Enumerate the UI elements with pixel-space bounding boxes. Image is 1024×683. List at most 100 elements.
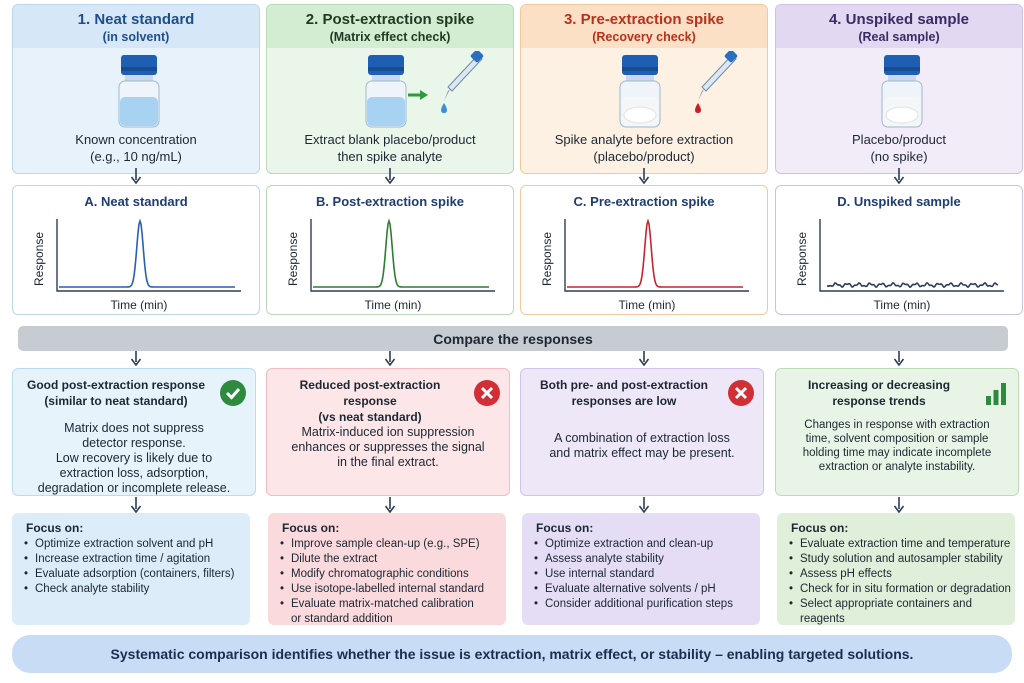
focus-item: Modify chromatographic conditions	[280, 567, 484, 582]
result-title-line: Reduced post-extraction response	[299, 378, 441, 408]
description-line: Extract blank placebo/product	[304, 132, 476, 147]
focus-item: Increase extraction time / agitation	[24, 552, 234, 567]
column-header-1: 1. Neat standard (in solvent) Known concen…	[12, 4, 260, 174]
focus-item: Assess pH effects	[789, 567, 1015, 582]
focus-item: Assess analyte stability	[534, 552, 733, 567]
focus-item: Dilute the extract	[280, 552, 484, 567]
chart-axes	[310, 219, 495, 292]
y-axis-label: Response	[32, 232, 46, 286]
column-description: Placebo/product (no spike)	[782, 131, 1016, 165]
focus-item: or standard addition	[291, 613, 393, 625]
down-arrow-icon	[638, 497, 650, 513]
chart-title: A. Neat standard	[84, 194, 188, 209]
description-line: Known concentration	[75, 132, 197, 147]
dropper-icon	[695, 51, 738, 113]
pipette-icon	[408, 51, 484, 113]
chromatogram-trace	[567, 218, 743, 288]
chart-axes	[56, 219, 241, 292]
focus-item: Check analyte stability	[24, 582, 234, 597]
focus-item: Evaluate alternative solvents / pH	[534, 582, 733, 597]
x-axis-label: Time (min)	[365, 298, 422, 312]
focus-label: Focus on:	[26, 521, 84, 535]
column-subtitle: (Matrix effect check)	[329, 30, 451, 44]
down-arrow-icon	[638, 168, 650, 184]
description-line: in the final extract.	[337, 455, 439, 469]
focus-list: Optimize extraction and clean-upAssess a…	[534, 537, 733, 612]
vial-icon	[881, 55, 923, 128]
y-axis-label: Response	[286, 232, 300, 286]
check-icon	[220, 380, 246, 406]
description-line: A combination of extraction loss	[554, 431, 730, 445]
focus-item: Select appropriate containers and reagen…	[789, 597, 1015, 627]
chromatogram-trace	[313, 218, 489, 288]
description-line: Placebo/product	[852, 132, 946, 147]
column-subtitle: (in solvent)	[102, 30, 170, 44]
description-line: extraction loss, adsorption,	[59, 466, 209, 480]
description-line: Matrix does not suppress	[64, 421, 204, 435]
focus-label: Focus on:	[282, 521, 340, 535]
down-arrow-icon	[130, 497, 142, 513]
focus-item: Check for in situ formation or degradati…	[789, 582, 1015, 597]
focus-item: Optimize extraction solvent and pH	[24, 537, 234, 552]
column-description: Spike analyte before extraction(placebo/…	[527, 131, 761, 165]
result-title-line: Increasing or decreasing	[807, 378, 951, 392]
column-subtitle: (Recovery check)	[592, 30, 696, 44]
down-arrow-icon	[893, 168, 905, 184]
chart-title: C. Pre-extraction spike	[573, 194, 715, 209]
column-title: 2. Post-extraction spike	[305, 11, 475, 28]
y-axis-label: Response	[540, 232, 554, 286]
description-line: then spike analyte	[337, 149, 443, 164]
focus-label: Focus on:	[536, 521, 594, 535]
result-title-line: Good post-extraction response	[26, 378, 206, 392]
description-line: enhances or suppresses the signal	[291, 440, 485, 454]
description-line: degradation or incomplete release.	[37, 481, 231, 495]
focus-item: Consider additional purification steps	[534, 597, 733, 612]
focus-list: Evaluate extraction time and temperature…	[789, 537, 1015, 627]
focus-item: Use isotope-labelled internal standard	[280, 582, 484, 597]
focus-item: Evaluate matrix-matched calibration	[280, 597, 484, 612]
result-title: Good post-extraction response(similar to…	[21, 377, 211, 409]
focus-box-2: Focus on: Improve sample clean-up (e.g., …	[268, 513, 506, 625]
focus-item: Evaluate adsorption (containers, filters…	[24, 567, 234, 582]
focus-list: Improve sample clean-up (e.g., SPE)Dilut…	[280, 537, 484, 627]
compare-label: Compare the responses	[433, 331, 593, 347]
result-card-1: Good post-extraction response(similar to…	[12, 368, 256, 496]
column-header-4: 4. Unspiked sample(Real sample)Placebo/p…	[775, 4, 1023, 174]
column-header-3: 3. Pre-extraction spike (Recovery check) S…	[520, 4, 768, 174]
result-title: Reduced post-extraction response(vs neat…	[275, 377, 465, 425]
description-line: (no spike)	[870, 149, 928, 164]
down-arrow-icon	[384, 350, 396, 366]
header-band	[267, 5, 513, 48]
vial-icon	[365, 55, 407, 128]
vial-icon	[118, 55, 160, 128]
focus-box-1: Focus on: Optimize extraction solvent and…	[12, 513, 250, 625]
description-line: Low recovery is likely due to	[55, 451, 213, 465]
column-description: Known concentration(e.g., 10 ng/mL)	[19, 131, 253, 165]
column-title: 3. Pre-extraction spike	[563, 11, 725, 28]
result-title-line: responses are low	[571, 394, 677, 408]
description-line: and matrix effect may be present.	[549, 446, 735, 460]
header-band	[776, 5, 1022, 48]
result-title-line: response trends	[832, 394, 926, 408]
result-card-2: Reduced post-extraction response(vs neat…	[266, 368, 510, 496]
chromatogram-trace	[59, 218, 235, 288]
focus-item: Optimize extraction and clean-up	[534, 537, 733, 552]
header-band	[521, 5, 767, 48]
description-line: detector response.	[82, 436, 186, 450]
description-line: time, solvent composition or sample	[805, 433, 989, 445]
description-line: (placebo/product)	[593, 149, 695, 164]
result-title: Increasing or decreasing response trends	[784, 377, 974, 409]
x-axis-label: Time (min)	[619, 298, 676, 312]
column-title: 1. Neat standard	[77, 11, 195, 28]
chart-axes	[819, 219, 1004, 292]
